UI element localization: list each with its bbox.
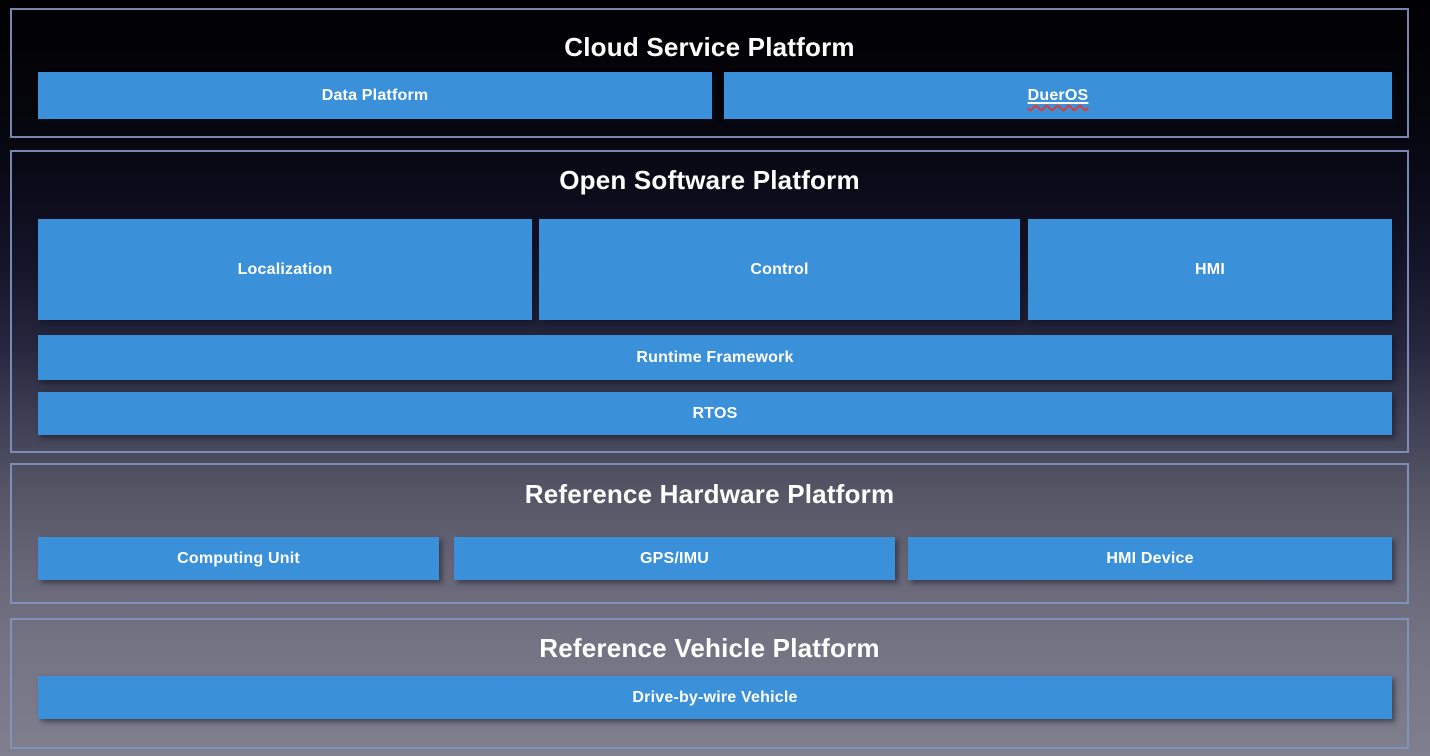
- box-control-label: Control: [750, 260, 809, 278]
- box-hmi-device: HMI Device: [908, 537, 1392, 580]
- box-data-platform: Data Platform: [38, 72, 712, 119]
- section-title-cloud-service-platform: Cloud Service Platform: [564, 32, 855, 62]
- box-drive-by-wire-vehicle-label: Drive-by-wire Vehicle: [632, 688, 798, 706]
- box-drive-by-wire-vehicle: Drive-by-wire Vehicle: [38, 676, 1392, 719]
- box-rtos-label: RTOS: [692, 404, 738, 422]
- box-hmi: HMI: [1028, 219, 1392, 320]
- section-reference-hardware-platform: Reference Hardware Platform Computing Un…: [10, 463, 1409, 604]
- box-gps-imu: GPS/IMU: [454, 537, 895, 580]
- section-cloud-service-platform: Cloud Service Platform Data Platform Due…: [10, 8, 1409, 138]
- box-hmi-label: HMI: [1195, 260, 1225, 278]
- box-gps-imu-label: GPS/IMU: [640, 549, 709, 567]
- box-runtime-framework-label: Runtime Framework: [636, 348, 794, 366]
- box-hmi-device-label: HMI Device: [1106, 549, 1194, 567]
- box-dueros: DuerOS: [724, 72, 1392, 119]
- box-runtime-framework: Runtime Framework: [38, 335, 1392, 380]
- section-title-open-software-platform: Open Software Platform: [559, 165, 860, 195]
- section-title-reference-vehicle-platform: Reference Vehicle Platform: [539, 633, 880, 663]
- box-localization-label: Localization: [237, 260, 333, 278]
- box-rtos: RTOS: [38, 392, 1392, 435]
- box-data-platform-label: Data Platform: [321, 86, 429, 104]
- box-localization: Localization: [38, 219, 532, 320]
- section-open-software-platform: Open Software Platform Localization Cont…: [10, 150, 1409, 453]
- box-dueros-label: DuerOS: [1027, 86, 1089, 104]
- section-reference-vehicle-platform: Reference Vehicle Platform Drive-by-wire…: [10, 618, 1409, 749]
- section-title-reference-hardware-platform: Reference Hardware Platform: [524, 479, 895, 509]
- box-computing-unit-label: Computing Unit: [177, 549, 300, 567]
- box-control: Control: [539, 219, 1020, 320]
- spellcheck-wavy-underline: DuerOS: [1028, 87, 1089, 105]
- box-computing-unit: Computing Unit: [38, 537, 439, 580]
